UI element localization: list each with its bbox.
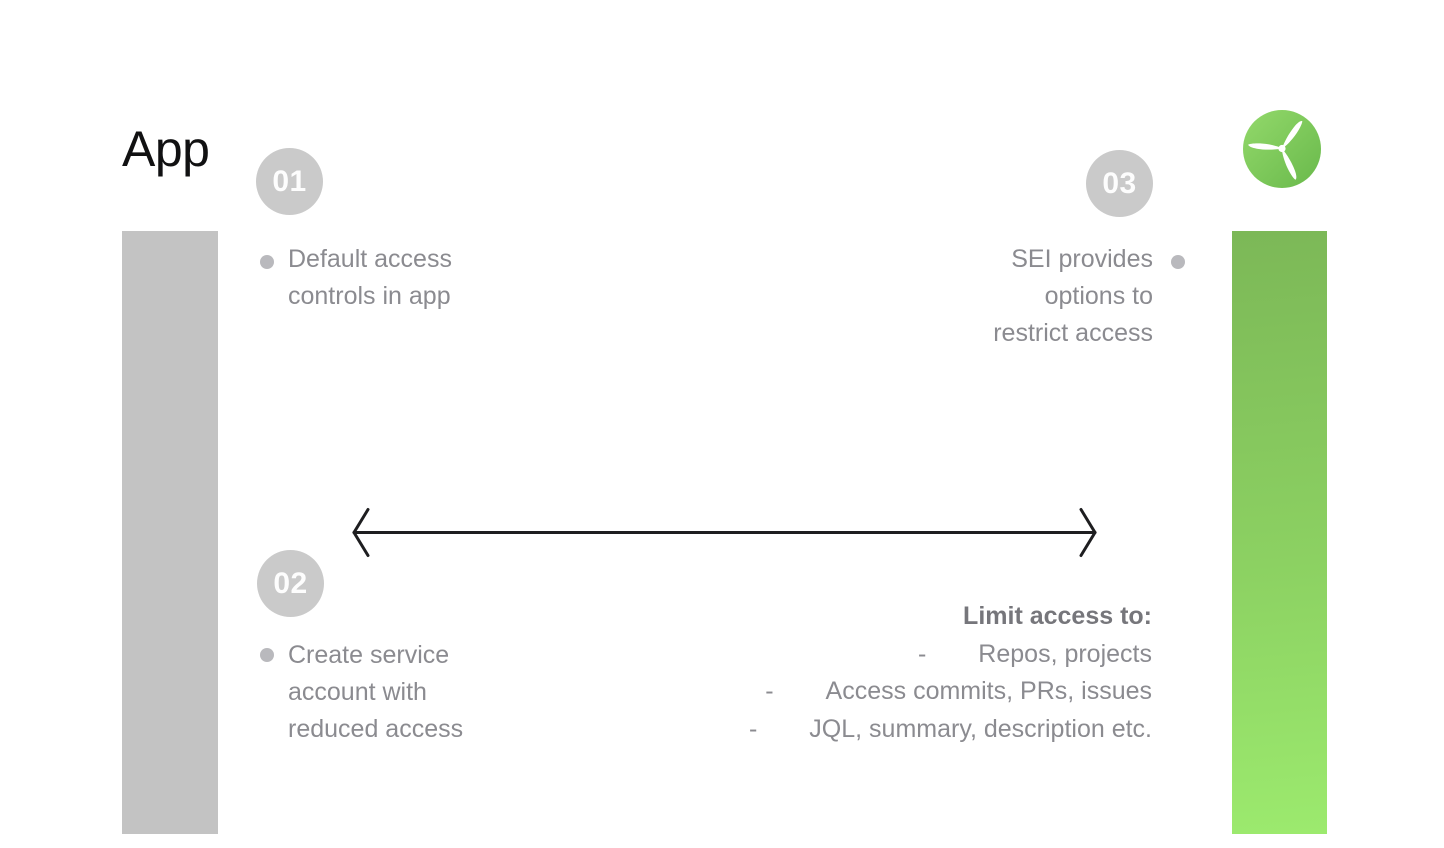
dash-marker: - [917, 639, 927, 668]
bullet-dot-icon [1171, 255, 1185, 269]
dash-marker: - [765, 677, 774, 705]
step-text-line: options to [1044, 282, 1153, 310]
step-text-line: SEI provides [1011, 245, 1153, 273]
limit-access-heading: Limit access to: [963, 602, 1152, 630]
step-text-line: restrict access [993, 319, 1153, 347]
step-text-line: Default access [288, 245, 452, 273]
step-text-line: controls in app [288, 282, 451, 310]
step-02-text: Create service account with reduced acce… [288, 637, 463, 748]
list-item: - Repos, projects [749, 636, 1152, 674]
list-item: - Access commits, PRs, issues [749, 673, 1152, 711]
sei-column-bar [1232, 231, 1327, 834]
list-item-text: Repos, projects [978, 639, 1152, 668]
step-number: 01 [272, 164, 307, 198]
step-03-text: SEI provides options to restrict access [993, 241, 1153, 352]
list-item-text: JQL, summary, description etc. [809, 714, 1152, 743]
step-text-line: Create service [288, 641, 450, 669]
step-01-text: Default access controls in app [288, 241, 452, 315]
step-badge-03: 03 [1086, 150, 1153, 217]
dash-marker: - [748, 714, 758, 743]
limit-access-list: Limit access to: - Repos, projects - Acc… [749, 598, 1152, 748]
step-text-line: reduced access [288, 715, 464, 743]
double-arrow-icon [343, 504, 1103, 562]
page-title: App [122, 121, 210, 177]
list-item-text: Access commits, PRs, issues [825, 677, 1152, 705]
app-column-bar [122, 231, 218, 834]
step-number: 02 [273, 566, 308, 600]
turbine-icon [1243, 110, 1321, 188]
list-item: - JQL, summary, description etc. [749, 711, 1152, 749]
step-text-line: account with [288, 678, 427, 706]
step-badge-01: 01 [256, 148, 323, 215]
step-badge-02: 02 [257, 550, 324, 617]
step-number: 03 [1102, 166, 1137, 200]
bullet-dot-icon [260, 648, 274, 662]
bullet-dot-icon [260, 255, 274, 269]
